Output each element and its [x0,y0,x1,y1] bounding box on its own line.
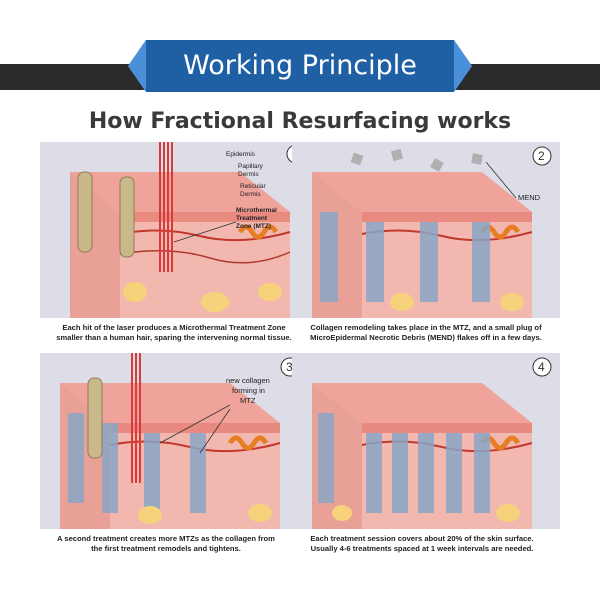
skin-diagram-3: 3 new collagen forming in MTZ [60,353,300,529]
panel-2: 2 MEND [292,142,560,318]
label-papillary-1: Papillary [238,163,264,170]
panel-number: 4 [538,360,545,374]
title-banner: Working Principle [128,40,472,92]
skin-diagram-2: 2 MEND [312,146,552,318]
label-collagen-2: forming in [232,386,265,395]
label-papillary-2: Dermis [238,171,259,178]
label-reticular-1: Reticular [240,183,266,190]
caption-4: Each treatment session covers about 20% … [310,534,534,553]
label-collagen-1: new collagen [226,376,270,385]
panel-1: 1 Epidermis Papillary Dermis Reticular D… [40,142,308,318]
label-epidermis: Epidermis [226,151,256,158]
caption-1: Each hit of the laser produces a Microth… [56,323,292,342]
skin-diagram-1: 1 Epidermis Papillary Dermis Reticular D… [70,142,306,318]
panel-number: 3 [286,360,293,374]
label-mtz-3: Zone (MTZ) [236,223,271,230]
caption-2: Collagen remodeling takes place in the M… [310,323,542,342]
page-subtitle: How Fractional Resurfacing works [88,109,512,134]
panel-number: 2 [538,149,545,163]
panel-4: 4 [292,353,560,529]
skin-diagram-4: 4 [312,357,552,529]
caption-3: A second treatment creates more MTZs as … [57,534,275,553]
label-mtz-2: Treatment [236,215,268,222]
banner-shape [128,40,472,92]
label-reticular-2: Dermis [240,191,261,198]
panel-3: 3 new collagen forming in MTZ [40,353,308,529]
label-mend: MEND [518,193,541,202]
banner-title: Working Principle [183,50,417,81]
label-collagen-3: MTZ [240,396,256,405]
label-mtz-1: Microthermal [236,207,277,214]
